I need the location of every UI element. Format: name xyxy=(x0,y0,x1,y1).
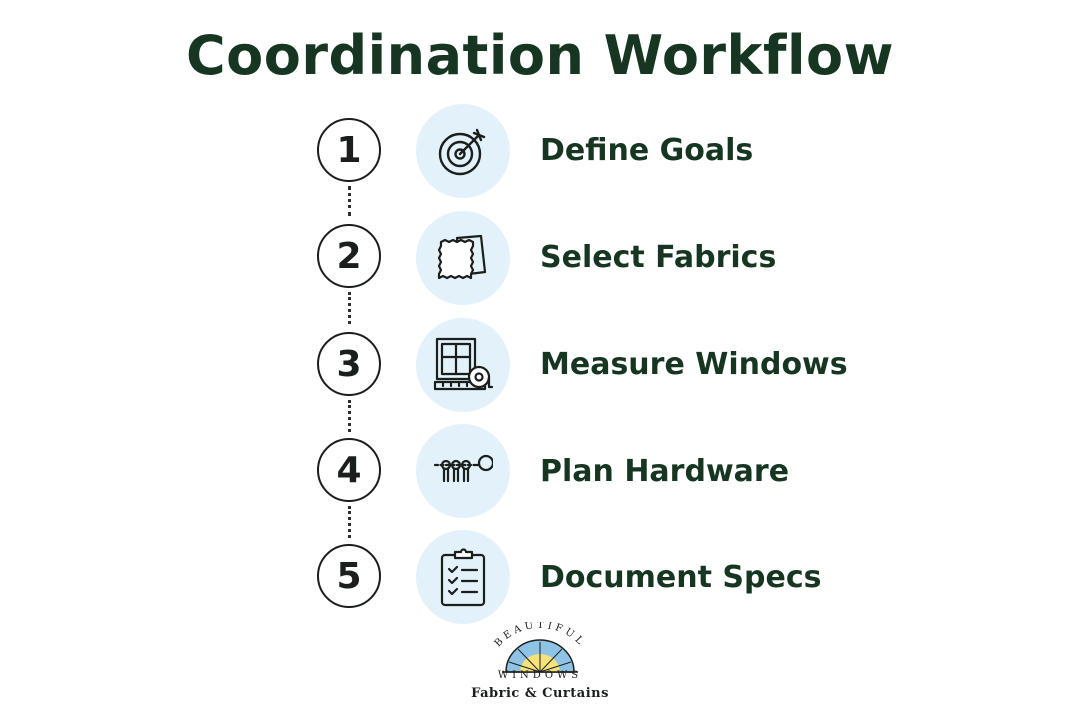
clipboard-checklist-icon xyxy=(440,548,486,607)
step-label-4: Plan Hardware xyxy=(540,454,790,489)
step-icon-circle-1 xyxy=(416,104,510,198)
step-connector xyxy=(348,186,351,216)
step-number-1: 1 xyxy=(317,118,381,182)
logo-text-line1: WINDOWS xyxy=(497,670,583,681)
step-number-3: 3 xyxy=(317,332,381,396)
step-icon-circle-2 xyxy=(416,211,510,305)
step-label-3: Measure Windows xyxy=(540,347,848,382)
logo-text-line2: Fabric & Curtains xyxy=(471,686,609,701)
target-icon xyxy=(438,128,486,176)
step-label-2: Select Fabrics xyxy=(540,240,777,275)
step-icon-circle-4 xyxy=(416,424,510,518)
step-number-5: 5 xyxy=(317,544,381,608)
sunrise-arch-logo-icon: BEAUTIFUL xyxy=(493,622,584,673)
step-icon-circle-3 xyxy=(416,318,510,412)
step-connector xyxy=(348,400,351,432)
step-number-4: 4 xyxy=(317,438,381,502)
brand-logo: BEAUTIFUL WINDOWS Fabric & Curtains xyxy=(462,622,618,714)
curtain-rod-icon xyxy=(433,454,493,483)
page-title: Coordination Workflow xyxy=(186,24,894,87)
step-connector xyxy=(348,506,351,538)
fabric-swatches-icon xyxy=(437,234,487,280)
step-icon-circle-5 xyxy=(416,530,510,624)
step-label-5: Document Specs xyxy=(540,560,822,595)
step-connector xyxy=(348,292,351,324)
step-number-2: 2 xyxy=(317,224,381,288)
step-label-1: Define Goals xyxy=(540,133,754,168)
window-measure-icon xyxy=(433,337,493,391)
